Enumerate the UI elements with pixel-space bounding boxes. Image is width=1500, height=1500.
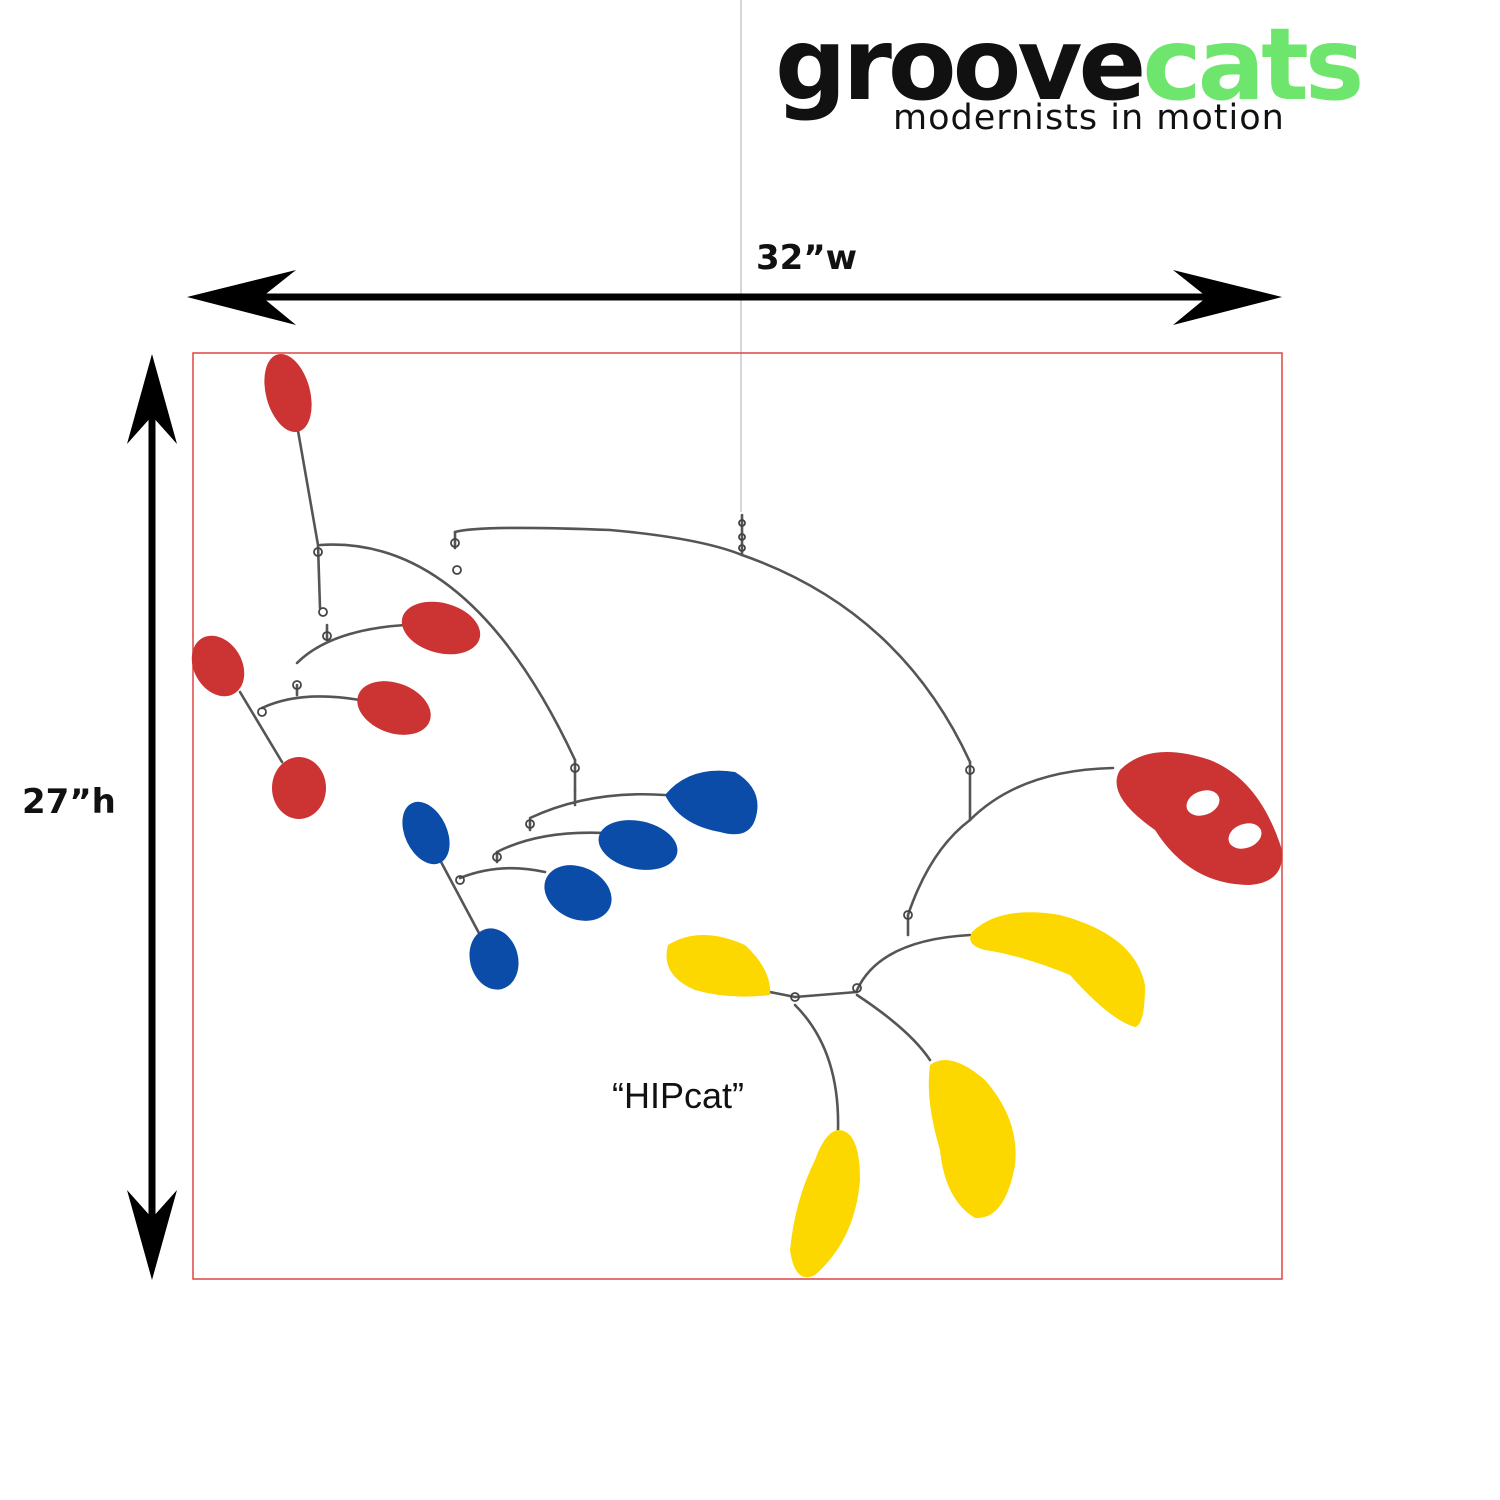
size-frame <box>192 352 1283 1280</box>
logo-tagline: modernists in motion <box>893 98 1285 138</box>
logo-cats-text: cats <box>1142 6 1364 123</box>
blue-shapes <box>402 770 758 990</box>
yellow-shapes <box>666 912 1145 1278</box>
red-shape-large <box>1116 752 1283 885</box>
blue-shape-middle <box>544 865 612 921</box>
red-shape-top <box>264 353 312 433</box>
height-arrow-icon <box>127 354 177 1280</box>
height-label: 27”h <box>22 782 116 822</box>
red-shape-holes <box>1186 790 1262 849</box>
blue-shape-left <box>402 801 450 865</box>
yellow-shape-lower-right <box>928 1060 1016 1219</box>
red-shape-bottom <box>272 757 326 819</box>
logo-groove-text: groove <box>775 6 1146 123</box>
logo-wordmark: groovecats <box>775 10 1364 120</box>
red-shape-left <box>191 635 245 697</box>
blue-shape-upper <box>598 820 678 870</box>
red-shape-upper-right <box>401 601 481 655</box>
red-shape-middle <box>357 681 431 735</box>
blue-shape-bottom <box>469 928 519 990</box>
product-name: “HIPcat” <box>612 1075 745 1116</box>
yellow-shape-upper-right <box>970 912 1145 1027</box>
blue-shape-large <box>665 770 758 835</box>
width-label: 32”w <box>756 238 858 278</box>
yellow-shape-left <box>666 935 771 997</box>
red-shapes <box>191 353 1283 885</box>
groovecats-logo: groovecats modernists in motion <box>775 10 1415 139</box>
mobile-wires <box>238 423 1115 1132</box>
wire-hooks <box>257 519 975 1002</box>
width-arrow-icon <box>187 270 1282 325</box>
yellow-shape-bottom <box>790 1130 860 1278</box>
